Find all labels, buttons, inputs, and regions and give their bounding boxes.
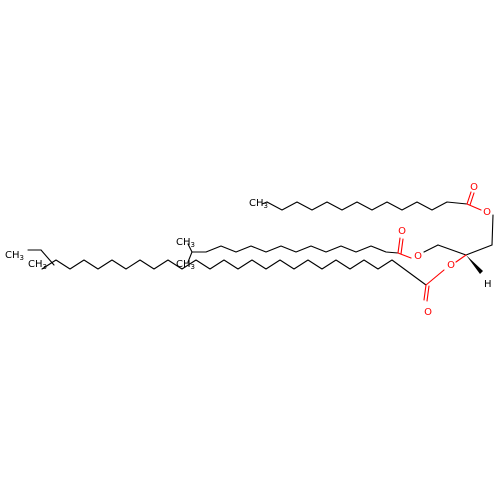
glycerol-c3-bond-a	[423, 244, 439, 253]
chain-2-branch-bond-bottom	[187, 251, 193, 263]
chain-1-carbonyl-bond-a	[466, 191, 472, 205]
chain-2-carbonyl-bond-a	[397, 237, 401, 254]
chain-2-ester-oxygen: O	[414, 251, 422, 262]
chain-3-carbonyl-bond-b	[426, 285, 430, 302]
chain-3-ester-bond	[425, 269, 445, 286]
chain-3-ethyl-bond-b	[40, 249, 55, 266]
chain-3-carbonyl-bond-a	[423, 284, 427, 301]
bond-layer	[27, 191, 494, 302]
glycerol-c3-bond-b	[437, 244, 467, 256]
chain-2-methyl-bottom-label: CH3	[176, 259, 195, 271]
chain-2-branch-bond-top	[187, 243, 193, 253]
chain-3-ethyl-label: CH3	[5, 250, 24, 262]
chain-2-carbonyl-oxygen: O	[398, 226, 406, 237]
chain-1-ester-bond	[466, 203, 482, 211]
glycerol-c2-o-bond	[455, 254, 467, 263]
chain-3-methyl-label: CH3	[28, 259, 47, 271]
chain-1-methyl-label: CH3	[249, 198, 268, 210]
chain-2-carbonyl-bond-b	[400, 238, 404, 255]
chain-3-carbonyl-oxygen: O	[424, 307, 432, 318]
chain-2-ester-bond	[397, 252, 412, 259]
chain-3-backbone	[41, 259, 427, 286]
chain-1-carbonyl-bond-b	[469, 192, 475, 206]
chain-2-backbone	[191, 245, 399, 254]
chain-1-ester-oxygen: O	[483, 207, 491, 218]
chain-1-backbone	[266, 201, 468, 211]
chain-1-carbonyl-oxygen: O	[470, 182, 478, 193]
stereo-hydrogen: H	[484, 279, 492, 290]
glycerol-c1-bond	[491, 214, 494, 246]
chain-1-methyl-bond	[261, 201, 268, 205]
chain-3-ester-oxygen: O	[447, 260, 455, 271]
glycerol-c1-c2-bond	[465, 244, 493, 256]
chain-2-methyl-top-label: CH3	[176, 237, 195, 249]
stereo-wedge	[466, 255, 483, 274]
